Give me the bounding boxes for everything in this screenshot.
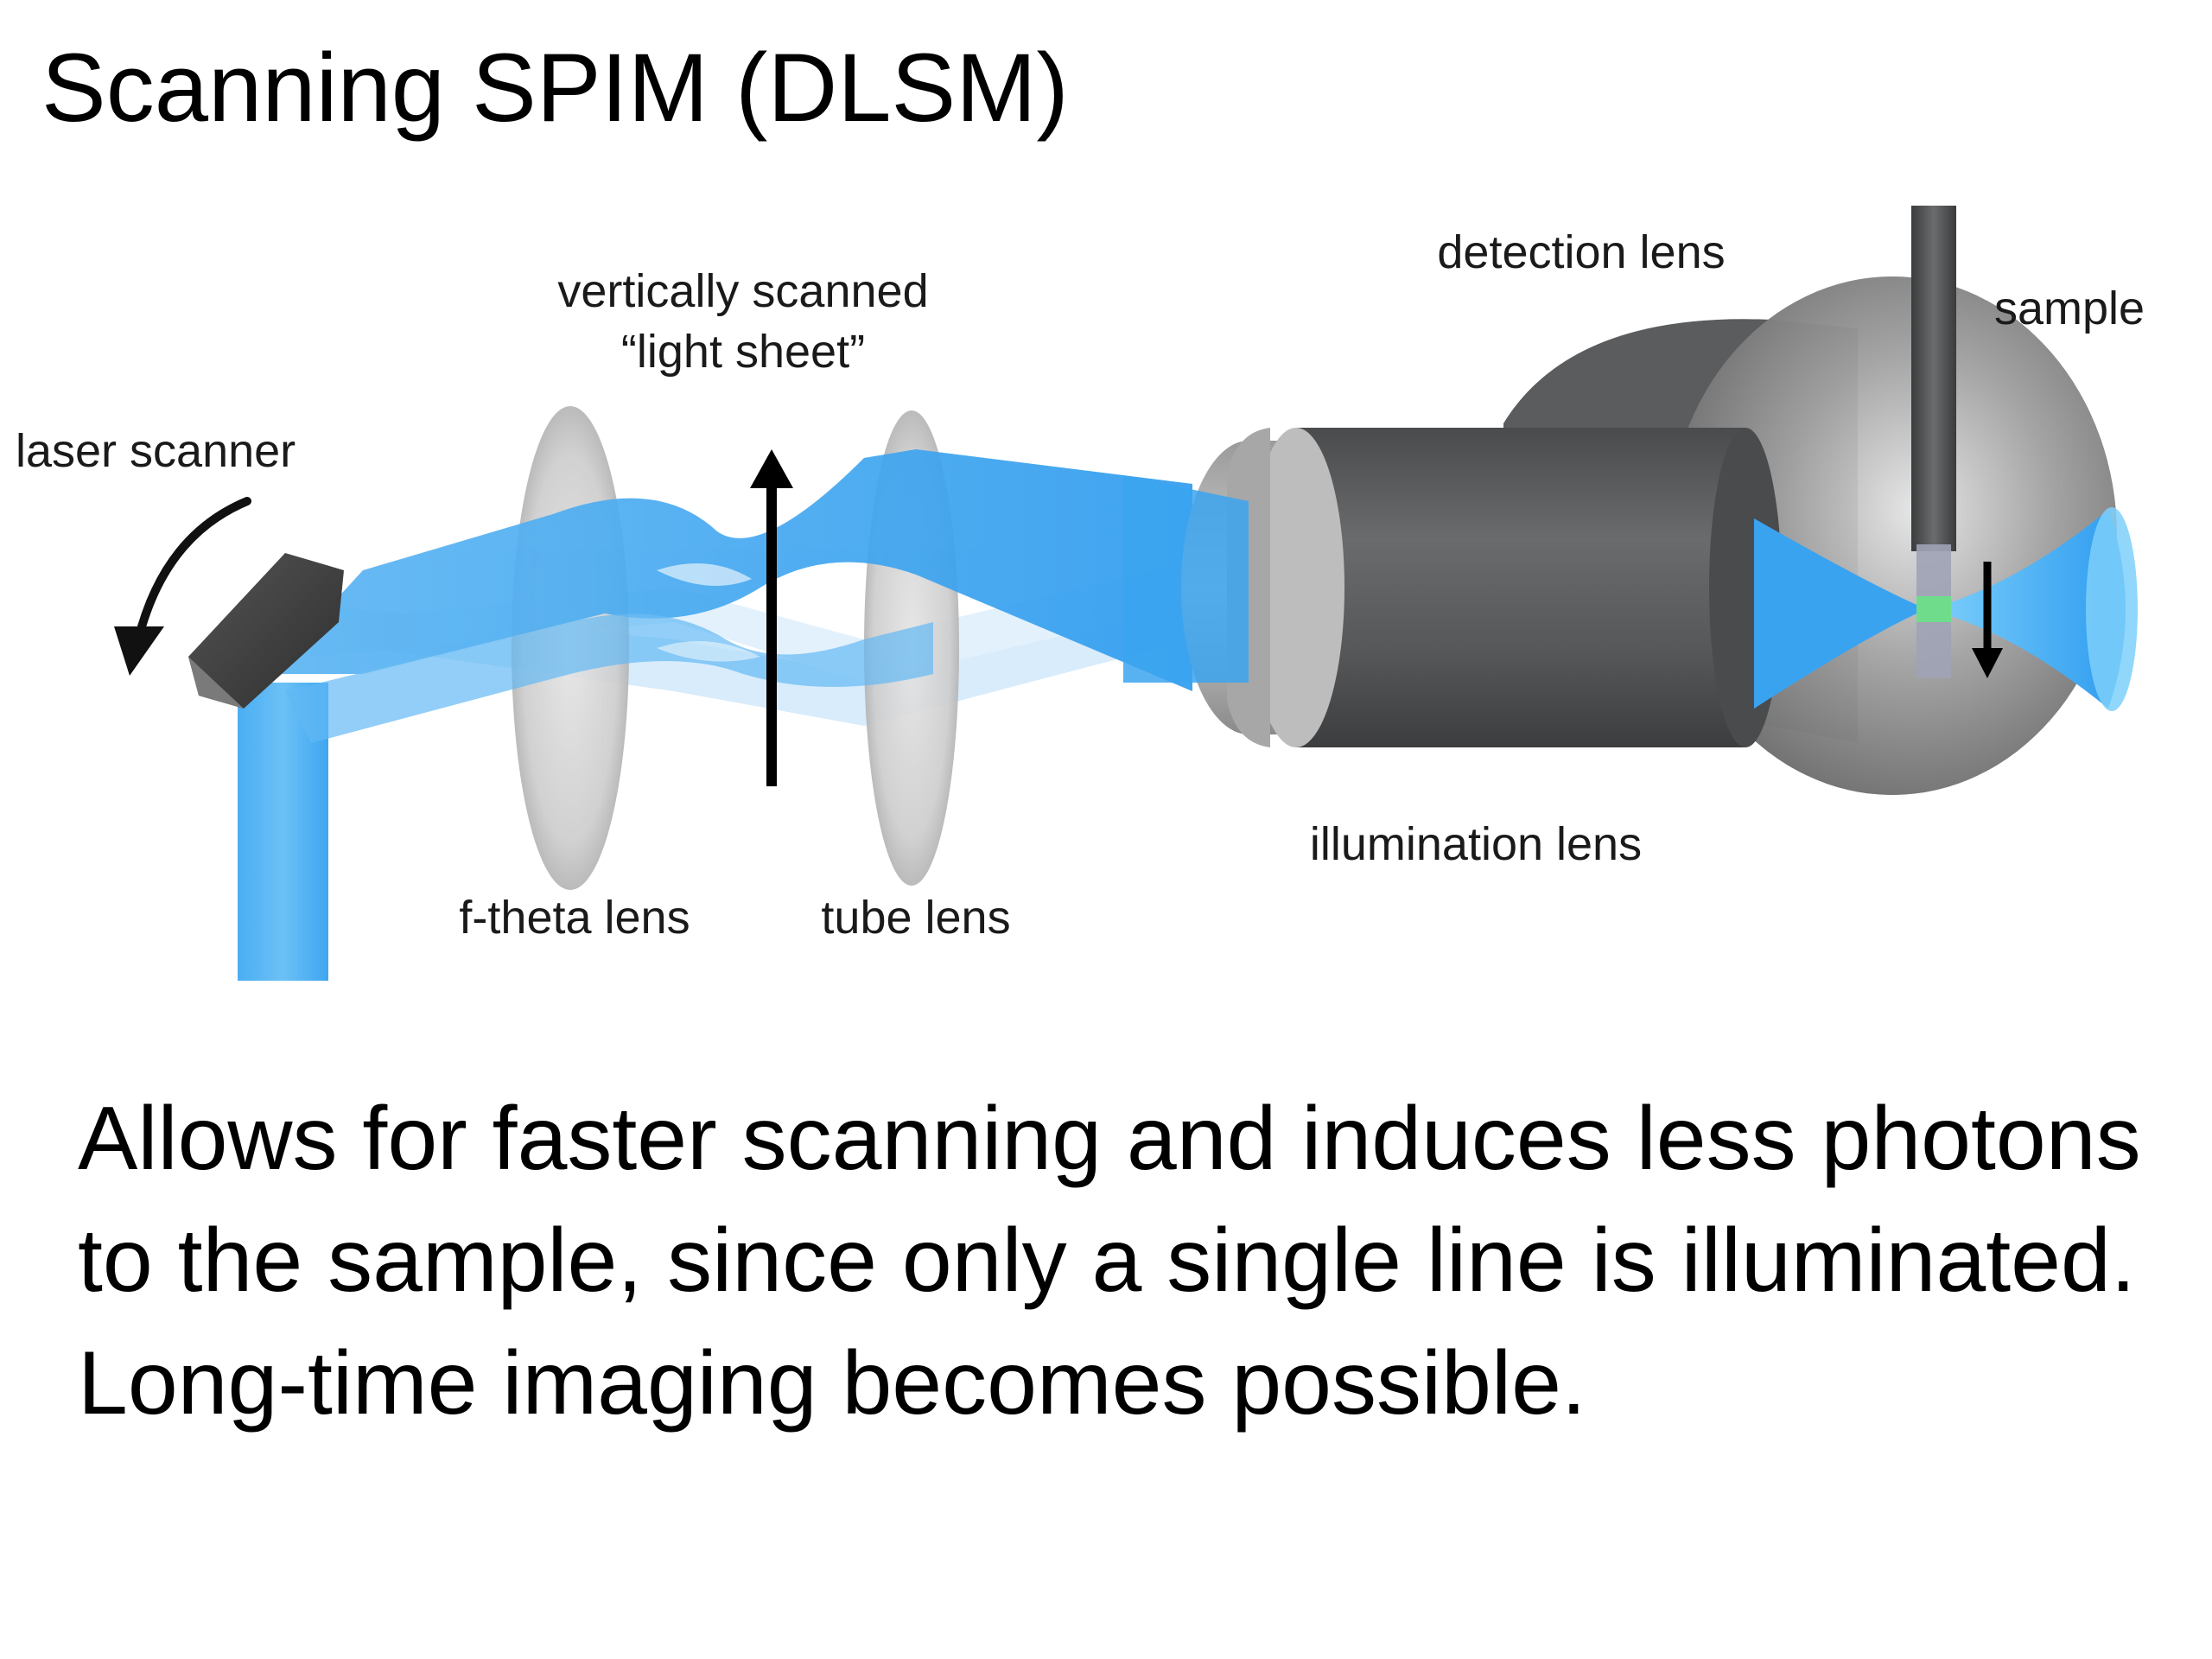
- label-light-sheet-line1: vertically scanned: [557, 265, 928, 317]
- sample-movement-arrow: [1972, 562, 2003, 678]
- label-illumination-lens: illumination lens: [1310, 818, 1642, 870]
- laser-beam-path: [268, 449, 1192, 743]
- output-light-sheet: [1754, 507, 2138, 711]
- slide-title: Scanning SPIM (DLSM): [41, 34, 1069, 142]
- sample-holder: [1911, 206, 1956, 678]
- rotation-arrow: [114, 497, 251, 676]
- label-detection-lens: detection lens: [1437, 226, 1725, 278]
- dlsm-diagram: detection lens sample vertically scanned…: [16, 206, 2145, 981]
- beam-into-objective: [1123, 475, 1249, 683]
- label-f-theta-lens: f-theta lens: [459, 892, 690, 944]
- illumination-objective: [1181, 428, 1782, 747]
- body-text: Allows for faster scanning and induces l…: [78, 1089, 2141, 1433]
- label-laser-scanner: laser scanner: [16, 425, 296, 477]
- label-tube-lens: tube lens: [821, 892, 1010, 944]
- scanner-mirror: [188, 553, 344, 709]
- label-sample: sample: [1994, 283, 2145, 334]
- scan-direction-arrow: [750, 449, 793, 786]
- focus-spot: [1916, 596, 1951, 622]
- label-light-sheet-line2: “light sheet”: [621, 326, 865, 378]
